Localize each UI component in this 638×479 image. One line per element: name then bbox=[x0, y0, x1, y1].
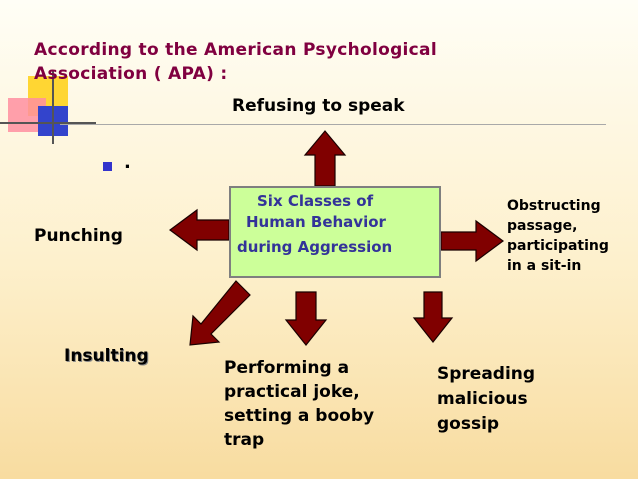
label-obstructing-line-4: in a sit-in bbox=[507, 258, 582, 274]
label-obstructing-line-2: passage, bbox=[507, 218, 578, 234]
label-spreading-gossip-line-1: Spreading bbox=[437, 364, 536, 384]
label-insulting: Insulting bbox=[64, 346, 149, 366]
label-practical-joke-line-4: trap bbox=[224, 430, 265, 450]
title-divider bbox=[60, 124, 606, 125]
arrow-down-right bbox=[412, 291, 454, 343]
label-spreading-gossip-line-2: malicious bbox=[437, 389, 528, 409]
label-obstructing-line-1: Obstructing bbox=[507, 198, 601, 214]
label-refusing-to-speak: Refusing to speak bbox=[232, 96, 405, 116]
arrow-right bbox=[440, 219, 505, 263]
slide-title: According to the American Psychological … bbox=[34, 38, 554, 86]
logo-decoration bbox=[0, 70, 100, 150]
center-line-3: during Aggression bbox=[237, 238, 393, 256]
label-obstructing-line-3: participating bbox=[507, 238, 609, 254]
arrow-down-left bbox=[189, 280, 251, 346]
label-practical-joke-line-3: setting a booby bbox=[224, 406, 375, 426]
center-line-1: Six Classes of bbox=[257, 192, 374, 210]
logo-line-horizontal bbox=[0, 122, 96, 124]
arrow-up bbox=[303, 130, 347, 187]
center-concept-box: Six Classes of Human Behavior during Agg… bbox=[229, 186, 441, 278]
label-obstructing: Obstructing passage, participating in a … bbox=[507, 196, 609, 276]
label-punching: Punching bbox=[34, 226, 123, 246]
bullet-square-icon bbox=[103, 162, 112, 171]
label-practical-joke: Performing a practical joke, setting a b… bbox=[224, 356, 374, 452]
logo-line-vertical bbox=[52, 70, 54, 144]
label-spreading-gossip-line-3: gossip bbox=[437, 414, 500, 434]
label-practical-joke-line-2: practical joke, bbox=[224, 382, 360, 402]
label-practical-joke-line-1: Performing a bbox=[224, 358, 350, 378]
bullet-text: . bbox=[124, 152, 131, 173]
arrow-down-middle bbox=[284, 291, 328, 346]
label-spreading-gossip: Spreading malicious gossip bbox=[437, 362, 535, 437]
center-line-2: Human Behavior bbox=[246, 213, 386, 231]
arrow-left bbox=[168, 208, 230, 252]
slide-title-line-1: According to the American Psychological bbox=[34, 40, 437, 60]
slide-title-line-2: Association ( APA) : bbox=[34, 64, 228, 84]
